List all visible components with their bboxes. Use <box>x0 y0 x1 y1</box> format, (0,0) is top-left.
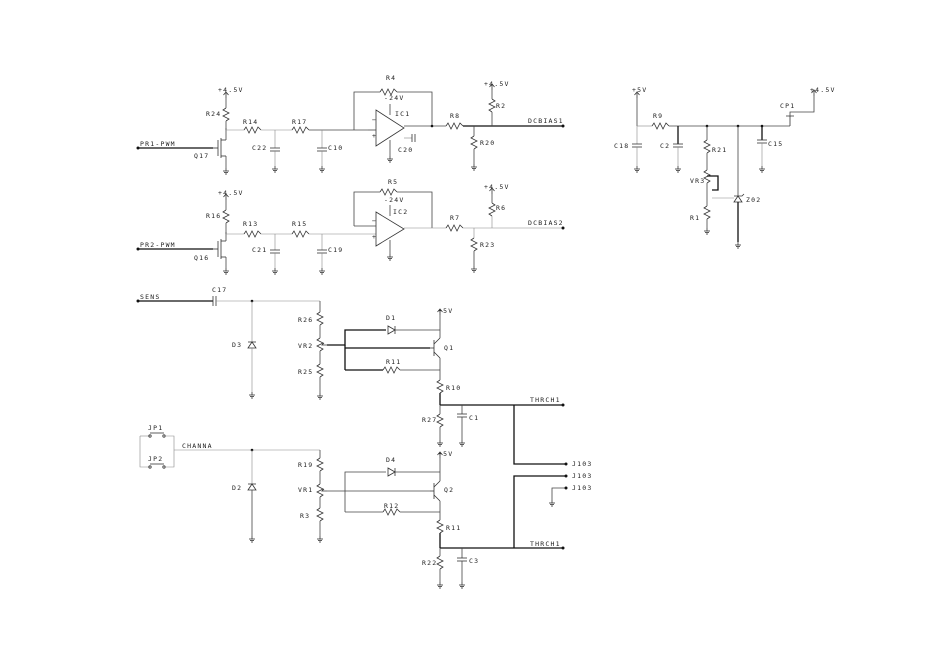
label-d1: D1 <box>386 314 396 322</box>
svg-text:−: − <box>372 116 377 124</box>
label-r6: R6 <box>496 204 506 212</box>
reference-circuit: +5V R9 C18 C2 R21 VR3 R1 <box>614 86 836 249</box>
label-c3: C3 <box>469 557 479 565</box>
label-q2: Q2 <box>444 486 454 494</box>
label-r27: R27 <box>422 416 437 424</box>
label-c15: C15 <box>768 140 783 148</box>
channel-2-bias-circuit: PR2-PWM Q16 +4.5V R16 R13 R15 C21 C19 <box>136 178 565 275</box>
label-jp2: JP2 <box>148 455 163 463</box>
rail-label-6: +4.5V <box>810 86 836 94</box>
label-r26: R26 <box>298 316 313 324</box>
label-q17: Q17 <box>194 152 209 160</box>
label-r4: R4 <box>386 74 396 82</box>
label-r11: R11 <box>386 358 401 366</box>
label-ic2: IC2 <box>393 208 408 216</box>
channel-a-circuit: JP1 JP2 CHANNA D2 R19 VR1 R3 D4 <box>139 424 592 589</box>
net-label-dcbias1: DCBIAS1 <box>528 117 564 125</box>
label-cp1: CP1 <box>780 102 795 110</box>
net-label-sens: SENS <box>140 293 160 301</box>
label-c22: C22 <box>252 144 267 152</box>
rail-label-5: +5V <box>438 307 453 315</box>
label-r20: R20 <box>480 139 495 147</box>
rail-label-4: +4.5V <box>484 183 510 191</box>
label-r17: R17 <box>292 118 307 126</box>
label-q16: Q16 <box>194 254 209 262</box>
label-r16: R16 <box>206 212 221 220</box>
label-q1: Q1 <box>444 344 454 352</box>
sense-circuit: SENS C17 D3 R26 VR2 R25 D1 <box>136 286 592 468</box>
rail-label-n2: -24V <box>384 196 404 204</box>
label-c17: C17 <box>212 286 227 294</box>
label-r24: R24 <box>206 110 221 118</box>
label-r8: R8 <box>450 112 460 120</box>
label-z02: Z02 <box>746 196 761 204</box>
label-c2: C2 <box>660 142 670 150</box>
label-r3: R3 <box>300 512 310 520</box>
label-c1: C1 <box>469 414 479 422</box>
label-d3: D3 <box>232 341 242 349</box>
label-vr2: VR2 <box>298 342 313 350</box>
label-c19: C19 <box>328 246 343 254</box>
label-r25: R25 <box>298 368 313 376</box>
net-label-ch1: THRCH1 <box>530 396 561 404</box>
label-r11b: R11 <box>446 524 461 532</box>
label-r9: R9 <box>653 112 663 120</box>
rail-label-n1: -24V <box>384 94 404 102</box>
label-r23: R23 <box>480 241 495 249</box>
label-jp1: JP1 <box>148 424 163 432</box>
svg-text:+: + <box>372 132 377 140</box>
label-r5: R5 <box>388 178 398 186</box>
rail-label-3: +4.5V <box>218 189 244 197</box>
label-j103b: J103 <box>572 472 592 480</box>
net-label-ch2: THRCH1 <box>530 540 561 548</box>
svg-text:+: + <box>372 233 377 241</box>
label-c21: C21 <box>252 246 267 254</box>
label-r13: R13 <box>243 220 258 228</box>
label-r19: R19 <box>298 461 313 469</box>
label-r2: R2 <box>496 102 506 110</box>
label-c20: C20 <box>398 146 413 154</box>
label-r7: R7 <box>450 214 460 222</box>
label-r22: R22 <box>422 559 437 567</box>
label-ic1: IC1 <box>395 110 410 118</box>
label-r15: R15 <box>292 220 307 228</box>
label-j103c: J103 <box>572 484 592 492</box>
rail-label-2: +4.5V <box>484 80 510 88</box>
net-label-dcbias2: DCBIAS2 <box>528 219 564 227</box>
net-label-pwm1: PR1-PWM <box>140 140 176 148</box>
net-label-pwm2: PR2-PWM <box>140 241 176 249</box>
rail-label-8: +5V <box>632 86 647 94</box>
label-r14: R14 <box>243 118 258 126</box>
label-r12: R12 <box>384 502 399 510</box>
label-c10: C10 <box>328 144 343 152</box>
label-c18: C18 <box>614 142 629 150</box>
svg-text:−: − <box>372 217 377 225</box>
label-d2: D2 <box>232 484 242 492</box>
label-vr3: VR3 <box>690 177 705 185</box>
label-j103a: J103 <box>572 460 592 468</box>
label-r21: R21 <box>712 146 727 154</box>
label-r10: R10 <box>446 384 461 392</box>
net-label-chann: CHANNA <box>182 442 213 450</box>
rail-label-7: +5V <box>438 450 453 458</box>
channel-1-bias-circuit: PR1-PWM Q17 +4.5V R24 R14 R17 C22 <box>136 74 565 175</box>
label-d4: D4 <box>386 456 396 464</box>
rail-label-1: +4.5V <box>218 86 244 94</box>
label-r1: R1 <box>690 214 700 222</box>
label-vr1: VR1 <box>298 486 313 494</box>
